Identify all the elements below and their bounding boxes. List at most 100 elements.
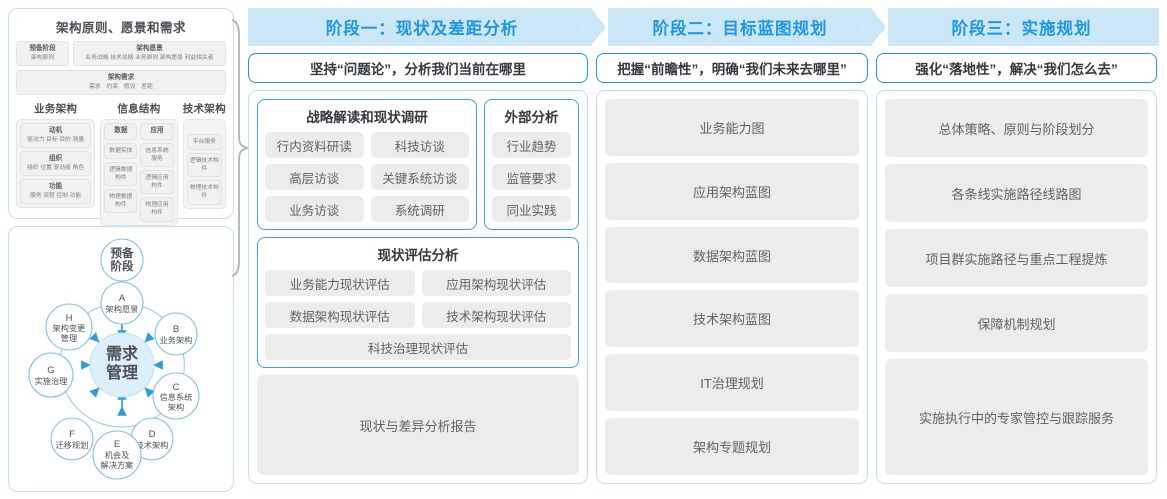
phase3-item[interactable]: 实施执行中的专家管控与跟踪服务 [885,359,1148,475]
phase2-item[interactable]: 架构专题规划 [605,418,859,475]
togaf-technology-body: 平台服务 逻辑技术构件 物理技术构件 [182,119,226,209]
adm-node-g-label: 实施治理 [35,376,68,386]
gap-analysis-report[interactable]: 现状与差异分析报告 [257,375,579,475]
togaf-information-body: 数据 数据实体 逻辑数据构件 物理数据构件 应用 信息系统服务 逻辑应用构件 物… [100,119,178,226]
togaf-data-item-label: 逻辑数据构件 [109,167,133,182]
adm-node-e-label-2: 解决方案 [101,460,134,470]
togaf-app-item-label: 信息系统服务 [145,147,169,162]
togaf-requirements-head: 架构需求 [107,74,135,81]
phase2-item[interactable]: 数据架构蓝图 [605,226,859,284]
adm-node-h-key: H [66,313,73,324]
phase3-item[interactable]: 项目群实施路径与重点工程提炼 [885,229,1148,288]
adm-node-c-label-2: 架构 [168,402,184,412]
togaf-main-title: 架构原则、愿景和需求 [55,21,186,35]
external-chip[interactable]: 监管要求 [492,164,571,190]
adm-node-prelim-line2: 阶段 [111,259,134,273]
adm-node-h-label-2: 管理 [61,333,77,343]
togaf-requirements-sub: 需求 约束 假设 差距 [89,83,153,90]
phase3-item[interactable]: 各条线实施路径线路图 [885,164,1148,223]
phase-header-3[interactable]: 阶段三：实施规划 [884,8,1159,46]
strategy-chip[interactable]: 业务访谈 [265,196,364,222]
strategy-chip[interactable]: 关键系统访谈 [370,164,469,190]
togaf-information-column: 信息结构 数据 数据实体 逻辑数据构件 物理数据构件 应用 信息系统服 [100,101,178,226]
togaf-technology-item-label: 物理技术构件 [189,185,219,200]
phases-region: 阶段一：现状及差距分析 阶段二：目标蓝图规划 阶段三：实施规划 坚持“问题论”，… [248,8,1159,492]
phase3-item[interactable]: 保障机制规划 [885,294,1148,353]
adm-node-b [154,312,198,356]
adm-node-f [50,417,94,461]
phase-header-2-label: 阶段二：目标蓝图规划 [652,20,828,38]
assessment-chip[interactable]: 技术架构现状评估 [421,302,571,328]
togaf-business-item-sub: 组织 位置 驱动者 角色 [27,164,85,171]
phase3-item[interactable]: 总体策略、原则与阶段划分 [885,99,1148,158]
phase2-item[interactable]: 技术架构蓝图 [605,290,859,348]
togaf-technology-column: 技术架构 平台服务 逻辑技术构件 物理技术构件 [182,101,226,226]
togaf-business-body: 动机 驱动力 目标 目的 测量 组织 组织 位置 驱动者 角色 功能 服务 流程… [16,119,96,208]
adm-node-prelim-line1: 预备 [111,246,134,260]
adm-node-prelim [100,238,144,282]
phase-header-1-label: 阶段一：现状及差距分析 [325,20,519,38]
togaf-business-item-head: 组织 [49,155,63,162]
phase2-item[interactable]: IT治理规划 [605,354,859,412]
adm-node-f-label: 迁移规划 [56,440,89,450]
phase2-item[interactable]: 应用架构蓝图 [605,162,859,220]
assessment-chip[interactable]: 数据架构现状评估 [265,302,415,328]
togaf-data-item: 物理数据构件 [104,189,138,214]
assessment-row: 数据架构现状评估 技术架构现状评估 [265,302,571,328]
togaf-technology-item: 平台服务 [186,134,222,151]
current-state-assessment-card: 现状评估分析 业务能力现状评估 应用架构现状评估 数据架构现状评估 技术架构现状… [257,237,579,368]
strategy-chip[interactable]: 高层访谈 [265,164,364,190]
strategy-chip[interactable]: 行内资料研读 [265,132,364,158]
left-panel: 架构原则、愿景和需求 预备阶段 架构原则 架构愿景 业务战略 技术战略 业务原则… [8,8,234,492]
togaf-data-subcolumn: 数据 数据实体 逻辑数据构件 物理数据构件 [104,123,138,222]
phase-header-2[interactable]: 阶段二：目标蓝图规划 [604,8,876,46]
adm-node-g-key: G [47,365,54,376]
togaf-data-item: 数据实体 [104,142,138,159]
external-chip[interactable]: 行业趋势 [492,132,571,158]
adm-node-f-key: F [69,429,75,440]
assessment-chip[interactable]: 业务能力现状评估 [265,270,415,296]
strategy-chip[interactable]: 科技访谈 [370,132,469,158]
togaf-data-item: 数据 [104,123,138,140]
adm-node-a-key: A [119,293,126,304]
togaf-app-item: 信息系统服务 [140,142,174,168]
phase-header-3-label: 阶段三：实施规划 [951,20,1092,38]
togaf-business-column: 业务架构 动机 驱动力 目标 目的 测量 组织 组织 位置 驱动者 角色 [16,101,96,226]
phase2-item[interactable]: 业务能力图 [605,99,859,156]
strategy-chip[interactable]: 系统调研 [370,196,469,222]
phase-header-1[interactable]: 阶段一：现状及差距分析 [248,8,596,46]
togaf-app-item: 应用 [140,123,174,140]
togaf-domain-columns: 业务架构 动机 驱动力 目标 目的 测量 组织 组织 位置 驱动者 角色 [16,101,226,226]
strategy-research-row: 行内资料研读 科技访谈 [265,132,469,158]
togaf-business-item-head: 动机 [49,127,63,134]
external-chip[interactable]: 同业实践 [492,196,571,222]
adm-center-label-1: 需求 [106,344,139,363]
togaf-data-item: 逻辑数据构件 [104,162,138,187]
togaf-top-row: 预备阶段 架构原则 架构愿景 业务战略 技术战略 业务原则 架构愿景 利益相关者 [16,41,226,66]
adm-node-h-label-1: 架构变更 [53,323,86,333]
phase-1-top-row: 战略解读和现状调研 行内资料研读 科技访谈 高层访谈 关键系统访谈 业务访谈 系… [257,99,579,230]
adm-node-e [92,430,142,480]
togaf-business-item-sub: 驱动力 目标 目的 测量 [27,136,85,143]
strategy-research-card: 战略解读和现状调研 行内资料研读 科技访谈 高层访谈 关键系统访谈 业务访谈 系… [257,99,477,230]
togaf-data-item-label: 物理数据构件 [109,194,133,209]
adm-node-b-key: B [173,324,179,335]
assessment-chip[interactable]: 应用架构现状评估 [421,270,571,296]
adm-node-c [152,372,200,420]
phase-subtitle-1: 坚持“问题论”，分析我们当前在哪里 [248,53,588,83]
togaf-vision-cell: 架构愿景 业务战略 技术战略 业务原则 架构愿景 利益相关者 [73,41,226,66]
togaf-technology-item: 物理技术构件 [186,180,222,205]
phase-3-column: 总体策略、原则与阶段划分 各条线实施路径线路图 项目群实施路径与重点工程提炼 保… [876,90,1157,484]
assessment-chip-full[interactable]: 科技治理现状评估 [265,334,571,360]
adm-node-h [45,303,93,351]
togaf-business-item-sub: 服务 流程 控制 功能 [30,192,82,199]
togaf-business-title: 业务架构 [34,103,78,115]
togaf-prelim-cell: 预备阶段 架构原则 [16,41,69,66]
adm-node-e-key: E [114,439,120,450]
togaf-app-item-label: 逻辑应用构件 [145,175,169,190]
togaf-vision-head: 架构愿景 [136,45,163,52]
phase-separator-2-icon [862,8,888,46]
adm-node-d-key: D [149,429,156,440]
phase-separator-1-icon [582,8,608,46]
adm-node-d-label: 技术架构 [136,440,169,450]
